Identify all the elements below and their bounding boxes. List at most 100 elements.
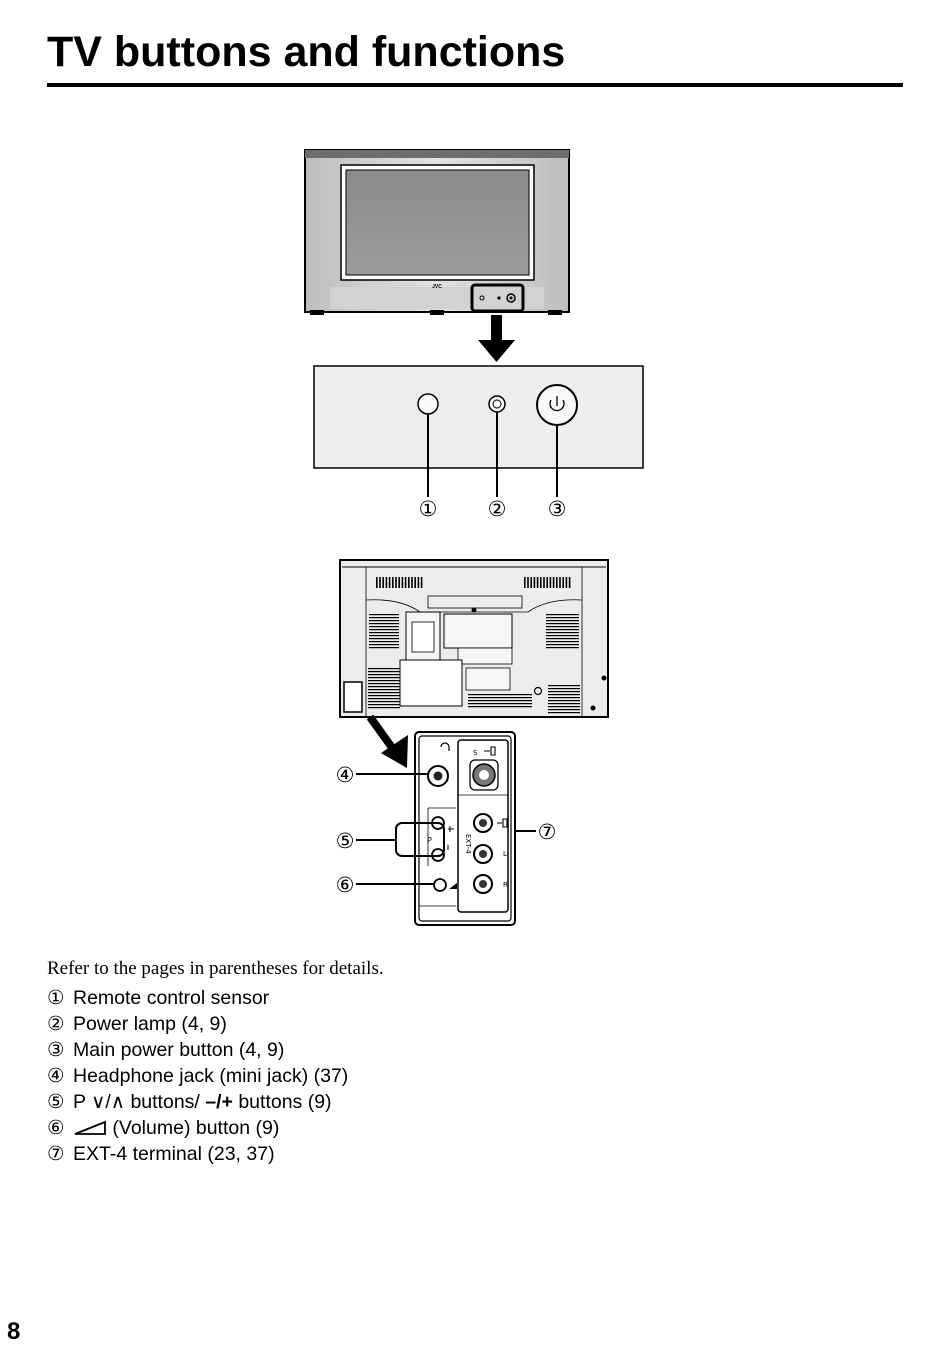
callout-7: ⑦ [538,820,557,844]
callout-5: ⑤ [336,829,355,853]
item-text: Remote control sensor [73,987,270,1009]
list-item: ① Remote control sensor [47,985,348,1011]
callout-2: ② [488,497,507,521]
item-number: ⑥ [47,1117,65,1139]
item-number: ⑦ [47,1143,65,1165]
s-video-input-icon [484,746,496,756]
ext-label: EXT-4 [464,834,472,854]
item-text: Power lamp (4, 9) [73,1013,227,1035]
vent-slot [388,577,391,588]
vent-line [546,644,579,646]
vent-slot [401,577,404,588]
vent-slot [524,577,526,588]
vent-line [368,686,400,688]
vent-line [368,689,400,691]
volume-button [433,878,447,892]
vent-line [369,617,399,619]
brand-logo: JVC [432,284,442,290]
headphone-icon [440,742,450,751]
vent-line [546,638,579,640]
vent-line [368,671,400,673]
volume-icon [74,1120,106,1135]
legend-list: ① Remote control sensor ② Power lamp (4, 9… [47,985,348,1167]
left-label: L [503,850,507,858]
vent-line [548,697,580,699]
item-text: Headphone jack (mini jack) (37) [73,1065,349,1087]
side-panel-detail [414,731,516,926]
vent-line [369,626,399,628]
tv-front: JVC [304,149,570,315]
vent-slot [527,577,529,588]
vent-line [369,629,399,631]
vent-slot [385,577,388,588]
video-input-icon [497,818,508,828]
vent-slot [536,577,539,588]
vent-slot [543,577,545,588]
item-number: ② [47,1013,65,1035]
page-number: 8 [7,1318,21,1345]
volume-icon [449,883,457,889]
vent-line [548,706,580,708]
list-item: ② Power lamp (4, 9) [47,1011,348,1037]
vent-slot [414,577,416,588]
vent-line [368,674,400,676]
vent-slot [546,577,548,588]
callout-4: ④ [336,763,355,787]
vent-slot [404,577,407,588]
vent-line [468,700,532,702]
vent-line [548,691,580,693]
callout-1: ① [419,497,438,521]
page-title: TV buttons and functions [47,28,566,76]
remote-sensor-icon [417,393,439,415]
vent-slot [398,577,400,588]
vent-slot [562,577,564,588]
vent-line [546,617,579,619]
vent-line [546,620,579,622]
list-item: ⑥ (Volume) button (9) [47,1115,348,1141]
vent-slot [392,577,394,588]
vent-line [468,694,532,696]
vent-line [548,688,580,690]
list-item: ⑦ EXT-4 terminal (23, 37) [47,1141,348,1167]
item-text-a: P ∨/∧ buttons/ [73,1091,206,1113]
vent-slot [395,577,397,588]
vent-line [368,677,400,679]
vent-line [546,635,579,637]
vent-line [548,703,580,705]
vent-line [546,647,579,649]
vent-slot [556,577,558,588]
vent-line [369,635,399,637]
vent-slot [568,577,571,588]
item-text: EXT-4 terminal (23, 37) [73,1143,275,1165]
vent-slot [530,577,532,588]
item-text: (Volume) button (9) [107,1117,280,1139]
vent-line [548,712,580,714]
vent-slot [420,577,423,588]
item-number: ⑤ [47,1091,65,1113]
vent-line [368,680,400,682]
vent-line [368,683,400,685]
vent-line [548,709,580,711]
vent-line [369,614,399,616]
vent-line [369,641,399,643]
vent-line [368,668,400,670]
item-text-c: buttons (9) [232,1091,332,1113]
vent-line [548,685,580,687]
callout-3: ③ [548,497,567,521]
callout-6: ⑥ [336,873,355,897]
item-number: ① [47,987,65,1009]
vent-line [369,620,399,622]
vent-slot [382,577,384,588]
vent-line [369,638,399,640]
vent-slot [549,577,552,588]
vent-line [546,629,579,631]
vent-slot [376,577,378,588]
vent-slot [417,577,420,588]
vent-line [368,701,400,703]
arrow-down-icon [478,315,515,362]
vent-line [368,707,400,709]
vent-line [368,698,400,700]
arrow-diagonal-icon [366,714,408,768]
vent-slot [408,577,410,588]
